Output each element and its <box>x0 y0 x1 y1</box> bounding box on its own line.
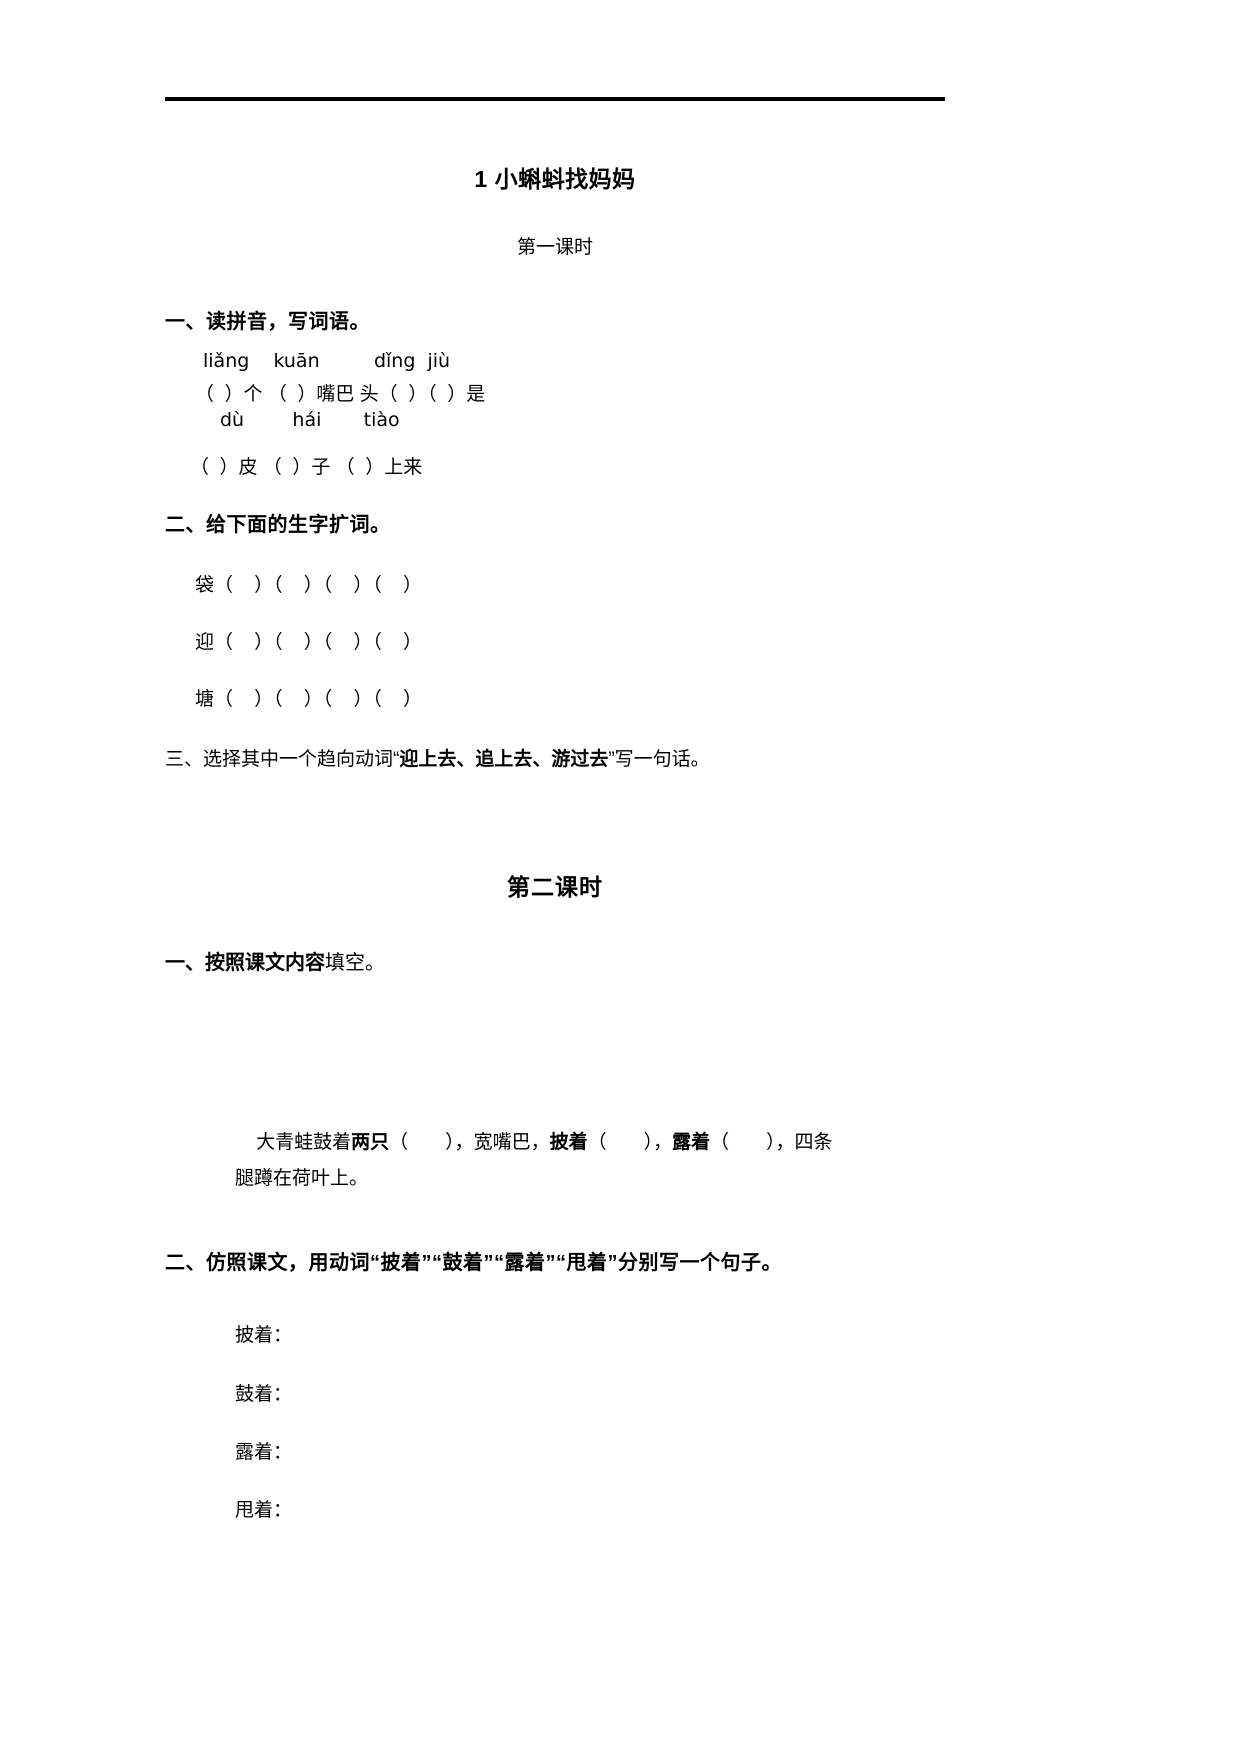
section-heading-p2-q2: 二、仿照课文，用动词“披着”“鼓着”“露着”“甩着”分别写一个句子。 <box>165 1252 782 1274</box>
sentence-seg-c: （ ），宽嘴巴， <box>389 1132 550 1153</box>
header-rule <box>165 97 945 101</box>
q3-suffix: ”写一句话。 <box>608 749 710 770</box>
pinyin-line-2: dù hái tiào <box>220 409 400 431</box>
section-heading-p1-q2: 二、给下面的生字扩词。 <box>165 514 391 536</box>
hanzi-blank-line-1: （ ）个 （ ）嘴巴 头（ ）（ ）是 <box>195 384 486 405</box>
sentence-seg-g: （ ），四条 <box>710 1132 833 1153</box>
page-title: 1 小蝌蚪找妈妈 <box>474 166 636 192</box>
write-prompt-item: 甩着： <box>235 1500 293 1521</box>
sentence-seg-d: 披着 <box>549 1132 588 1153</box>
write-prompt-item: 露着： <box>235 1442 293 1463</box>
fill-blank-sentence-line-1: 大青蛙鼓着两只（ ），宽嘴巴，披着（ ），露着（ ），四条 <box>235 1105 833 1176</box>
hanzi-blank-line-2: （ ）皮 （ ）子 （ ）上来 <box>190 457 423 478</box>
sentence-seg-b: 两只 <box>351 1132 390 1153</box>
p2-q1-normal: 填空。 <box>325 952 385 974</box>
expand-word-row: 袋（ ）（ ）（ ）（ ） <box>195 575 422 596</box>
expand-word-row: 塘（ ）（ ）（ ）（ ） <box>195 689 422 710</box>
section-heading-p1-q3: 三、选择其中一个趋向动词“迎上去、追上去、游过去”写一句话。 <box>165 744 710 771</box>
q3-bold-verbs: 迎上去、追上去、游过去 <box>399 749 609 770</box>
sentence-seg-e: （ ）， <box>587 1132 673 1153</box>
section-heading-p1-q1: 一、读拼音，写词语。 <box>165 311 370 333</box>
pinyin-line-1: liǎng kuān dǐng jiù <box>203 350 451 372</box>
section-heading-p2-q1: 一、按照课文内容填空。 <box>165 946 385 975</box>
fill-blank-sentence-line-2: 腿蹲在荷叶上。 <box>235 1168 369 1189</box>
sentence-seg-f: 露着 <box>672 1132 711 1153</box>
write-prompt-item: 披着： <box>235 1325 293 1346</box>
q3-prefix: 三、选择其中一个趋向动词“ <box>165 749 400 770</box>
period-two-label: 第二课时 <box>507 874 603 900</box>
sentence-seg-a: 大青蛙鼓着 <box>256 1132 352 1153</box>
period-one-label: 第一课时 <box>516 237 593 258</box>
p2-q1-bold: 一、按照课文内容 <box>165 952 325 974</box>
expand-word-row: 迎（ ）（ ）（ ）（ ） <box>195 632 422 653</box>
write-prompt-item: 鼓着： <box>235 1384 293 1405</box>
